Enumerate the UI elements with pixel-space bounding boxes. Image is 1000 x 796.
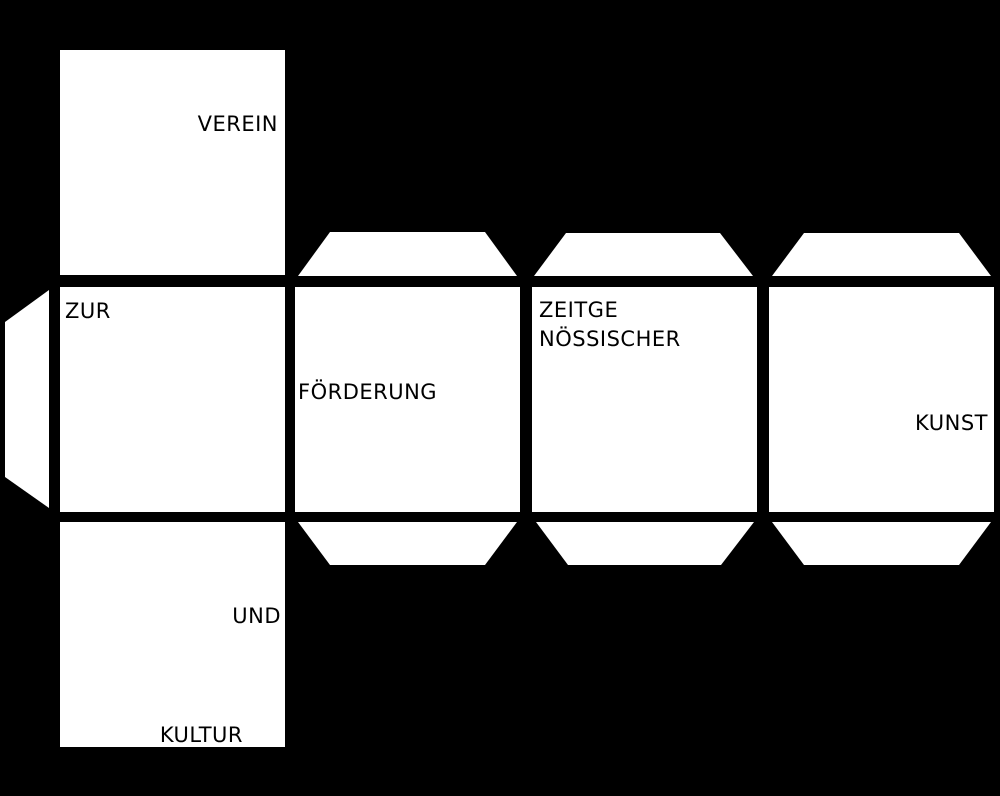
- label-verein: VEREIN: [198, 112, 278, 136]
- face-left: [60, 287, 285, 512]
- label-noessischer: NÖSSISCHER: [539, 326, 681, 351]
- face-back: [769, 287, 994, 512]
- face-front: [295, 287, 520, 512]
- bottom-flap-3: [772, 522, 991, 565]
- top-flap-3: [772, 233, 991, 276]
- bottom-flap-1: [298, 522, 517, 565]
- face-top: [60, 50, 285, 275]
- bottom-flap-2: [536, 522, 754, 565]
- label-kultur: KULTUR: [160, 723, 243, 747]
- label-foerderung: FÖRDERUNG: [298, 379, 437, 404]
- label-zeitge: ZEITGE: [539, 298, 618, 322]
- face-right: [532, 287, 757, 512]
- top-flap-2: [534, 233, 753, 276]
- label-zur: ZUR: [65, 299, 111, 323]
- face-bottom: [60, 522, 285, 747]
- label-und: UND: [232, 604, 281, 628]
- side-flap-left: [5, 290, 49, 508]
- top-flap-1: [298, 232, 517, 276]
- label-kunst: KUNST: [915, 411, 988, 435]
